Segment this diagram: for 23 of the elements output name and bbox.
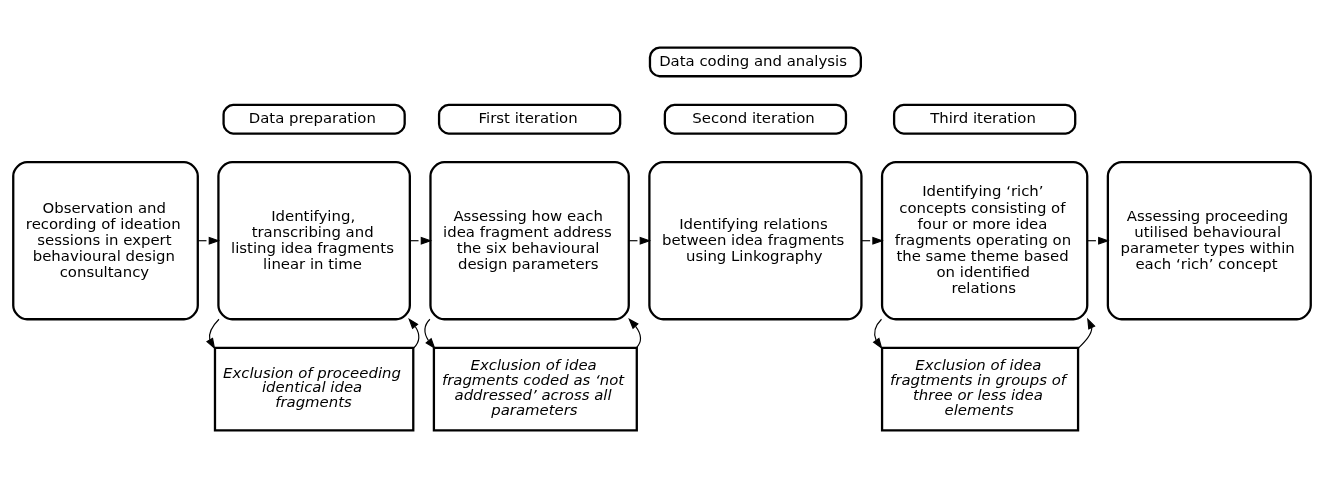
node-box: Third iteration bbox=[892, 103, 1077, 135]
arrow bbox=[1086, 236, 1110, 245]
node-box: Assessing proceeding utilised behavioural parameter types within each ‘rich’ concept bbox=[1106, 161, 1312, 321]
node-box: Identifying relations between idea fragments using Linkography bbox=[648, 161, 863, 321]
arrow bbox=[1078, 317, 1096, 349]
arrow bbox=[872, 318, 883, 350]
arrow bbox=[206, 318, 220, 350]
node-box: Data preparation bbox=[222, 103, 406, 135]
arrow bbox=[409, 236, 433, 245]
arrow bbox=[408, 317, 420, 349]
node-box: Observation and recording of ideation sessions in expert behavioural design consultancy bbox=[12, 161, 199, 321]
arrow bbox=[860, 236, 884, 245]
node-box: Second iteration bbox=[663, 103, 848, 135]
arrow bbox=[628, 317, 642, 349]
node-box: Data coding and analysis bbox=[648, 46, 862, 78]
node-box: Assessing how each idea fragment address the six behavioural design parameters bbox=[429, 161, 630, 321]
node-box: First iteration bbox=[437, 103, 622, 135]
arrow bbox=[424, 318, 436, 350]
node-box: Exclusion of idea fragtments in groups of three or less idea elements bbox=[880, 346, 1080, 432]
node-box: Identifying ‘rich’ concepts consisting of four or more idea fragments operating on the same theme based on identified relations bbox=[880, 161, 1089, 321]
node-box: Exclusion of idea fragments coded as ‘not addressed’ across all parameters bbox=[432, 346, 638, 432]
node-box: Identifying, transcribing and listing idea fragments linear in time bbox=[217, 161, 411, 321]
node-box: Exclusion of proceeding identical idea fragments bbox=[213, 346, 415, 432]
